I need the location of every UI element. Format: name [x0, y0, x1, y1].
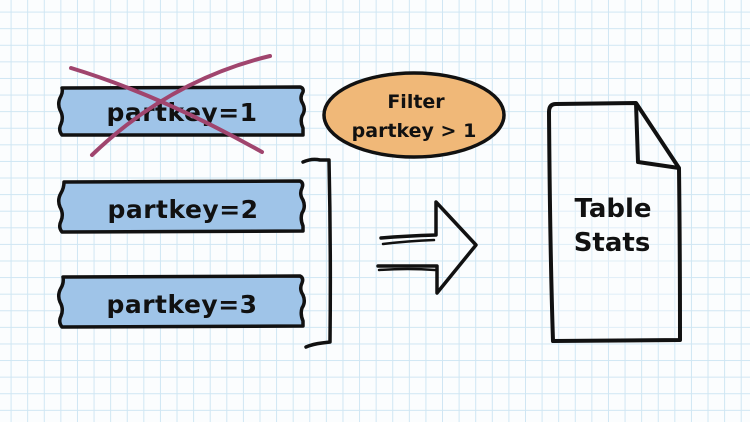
partition-2-label: partkey=2: [107, 195, 258, 224]
partition-3-box: [56, 274, 307, 329]
partition-2: partkey=2: [56, 179, 307, 234]
partition-2-box: [56, 179, 307, 234]
table-stats-document: Table Stats: [547, 101, 682, 343]
document-label-line1: Table: [574, 194, 651, 224]
partition-1: partkey=1: [56, 54, 307, 157]
partition-3-label: partkey=3: [106, 290, 257, 319]
filter-label-line2: partkey > 1: [352, 120, 477, 142]
cross-out-stroke-2: [90, 54, 272, 157]
partition-3: partkey=3: [56, 274, 307, 329]
filter-ellipse: [322, 71, 506, 159]
flow-arrow-icon: [376, 200, 478, 295]
filter-label-line1: Filter: [387, 91, 445, 113]
grouping-bracket: [301, 157, 333, 349]
document-fold-corner: [634, 102, 680, 170]
cross-out-stroke-1: [69, 66, 264, 154]
filter-node: Filter partkey > 1: [322, 71, 506, 159]
document-label-line2: Stats: [574, 228, 651, 258]
